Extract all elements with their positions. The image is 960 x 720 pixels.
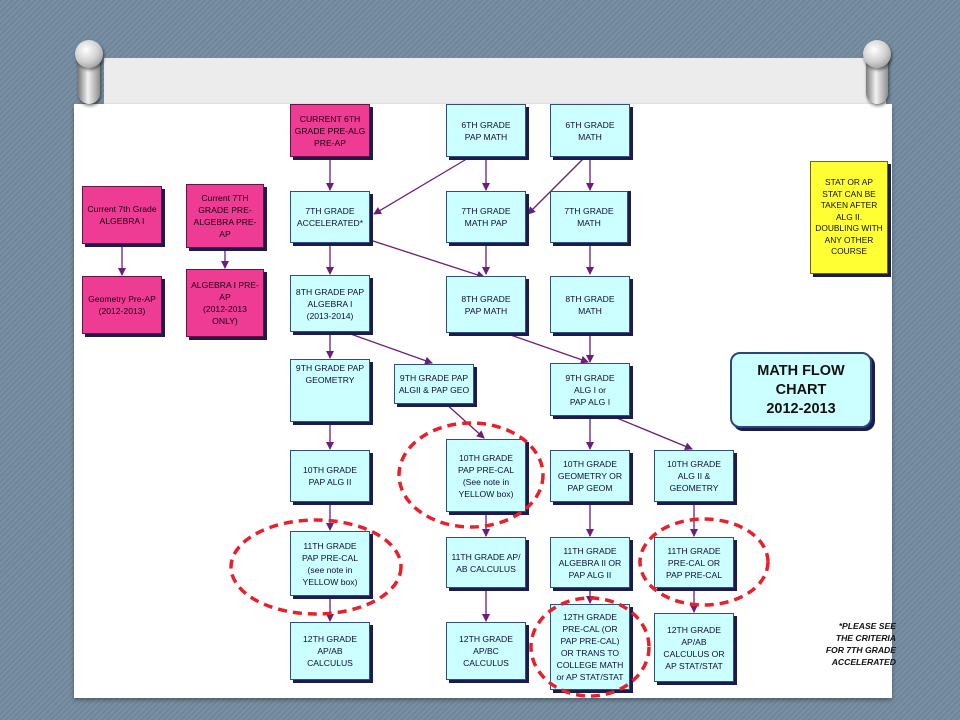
node-10th-pap-pre-cal: 10TH GRADE PAP PRE-CAL (See note in YELL…: [446, 439, 526, 512]
node-6th-pap-math: 6TH GRADE PAP MATH: [446, 104, 526, 157]
node-current-7th-pre-algebra: Current 7TH GRADE PRE- ALGEBRA PRE- AP: [186, 184, 264, 248]
node-7th-accelerated: 7TH GRADE ACCELERATED*: [290, 191, 370, 243]
node-7th-math: 7TH GRADE MATH: [550, 191, 628, 243]
arrow-9alg1-10alg2geo: [611, 415, 693, 451]
node-12th-ap-bc-calculus: 12TH GRADE AP/BC CALCULUS: [446, 622, 526, 680]
node-12th-ap-ab-or-stat: 12TH GRADE AP/AB CALCULUS OR AP STAT/STA…: [654, 613, 734, 682]
node-7th-math-pap: 7TH GRADE MATH PAP: [446, 191, 526, 243]
node-10th-geometry: 10TH GRADE GEOMETRY OR PAP GEOM: [550, 450, 630, 502]
arrow-6pap-7acc: [373, 156, 471, 215]
node-current-7th-algebra: Current 7th Grade ALGEBRA I: [82, 186, 162, 244]
node-12th-pre-cal-or-college: 12TH GRADE PRE-CAL (OR PAP PRE-CAL) OR T…: [550, 604, 630, 690]
node-10th-pap-alg2: 10TH GRADE PAP ALG II: [290, 450, 370, 502]
left-pin-head-icon: [75, 40, 103, 68]
node-8th-pap-algebra: 8TH GRADE PAP ALGEBRA I (2013-2014): [290, 275, 370, 332]
stat-note-box: STAT OR AP STAT CAN BE TAKEN AFTER ALG I…: [810, 161, 888, 274]
node-8th-pap-math: 8TH GRADE PAP MATH: [446, 276, 526, 333]
right-pin-head-icon: [863, 40, 891, 68]
node-current-6th-pre-alg: CURRENT 6TH GRADE PRE-ALG PRE-AP: [290, 104, 370, 157]
criteria-note: *PLEASE SEE THE CRITERIA FOR 7TH GRADE A…: [825, 621, 896, 667]
node-algebra-i-pre-ap: ALGEBRA I PRE- AP (2012-2013 ONLY): [186, 269, 264, 337]
node-geometry-pre-ap: Geometry Pre-AP (2012-2013): [82, 276, 162, 334]
node-11th-pre-cal: 11TH GRADE PRE-CAL OR PAP PRE-CAL: [654, 537, 734, 588]
node-8th-math: 8TH GRADE MATH: [550, 276, 630, 333]
node-9th-pap-alg2-geo: 9TH GRADE PAP ALGII & PAP GEO: [394, 364, 474, 404]
node-11th-pap-pre-cal: 11TH GRADE PAP PRE-CAL (see note in YELL…: [290, 531, 370, 596]
node-11th-algebra-ii: 11TH GRADE ALGEBRA II OR PAP ALG II: [550, 537, 630, 588]
arrow-8pap-9alg1: [504, 332, 589, 364]
node-11th-ap-ab-calculus: 11TH GRADE AP/ AB CALCULUS: [446, 537, 526, 588]
chart-title-box: MATH FLOW CHART 2012-2013: [730, 352, 872, 428]
arrow-6math-7pap: [527, 156, 586, 215]
highlight-12th-pre-cal: [529, 596, 651, 698]
arrow-9alg2-10precal: [444, 402, 485, 439]
node-9th-alg1: 9TH GRADE ALG I or PAP ALG I: [550, 363, 630, 416]
highlight-11th-pre-cal: [638, 517, 770, 607]
slide-header-band: [104, 58, 886, 108]
chart-title-line3: 2012-2013: [766, 400, 836, 417]
chart-title-line1: MATH FLOW: [757, 362, 845, 379]
node-6th-math: 6TH GRADE MATH: [550, 104, 630, 157]
highlight-10th-pre-cal: [397, 421, 545, 529]
node-12th-ap-ab-calculus: 12TH GRADE AP/AB CALCULUS: [290, 622, 370, 680]
chart-title-line2: CHART: [775, 381, 827, 398]
arrow-7acc-8pap: [369, 239, 485, 279]
arrow-8alg-9alg2: [344, 331, 433, 365]
node-10th-alg2-geometry: 10TH GRADE ALG II & GEOMETRY: [654, 450, 734, 502]
node-9th-pap-geometry: 9TH GRADE PAP GEOMETRY: [290, 359, 370, 422]
highlight-11th-pap-pre-cal: [229, 518, 403, 616]
